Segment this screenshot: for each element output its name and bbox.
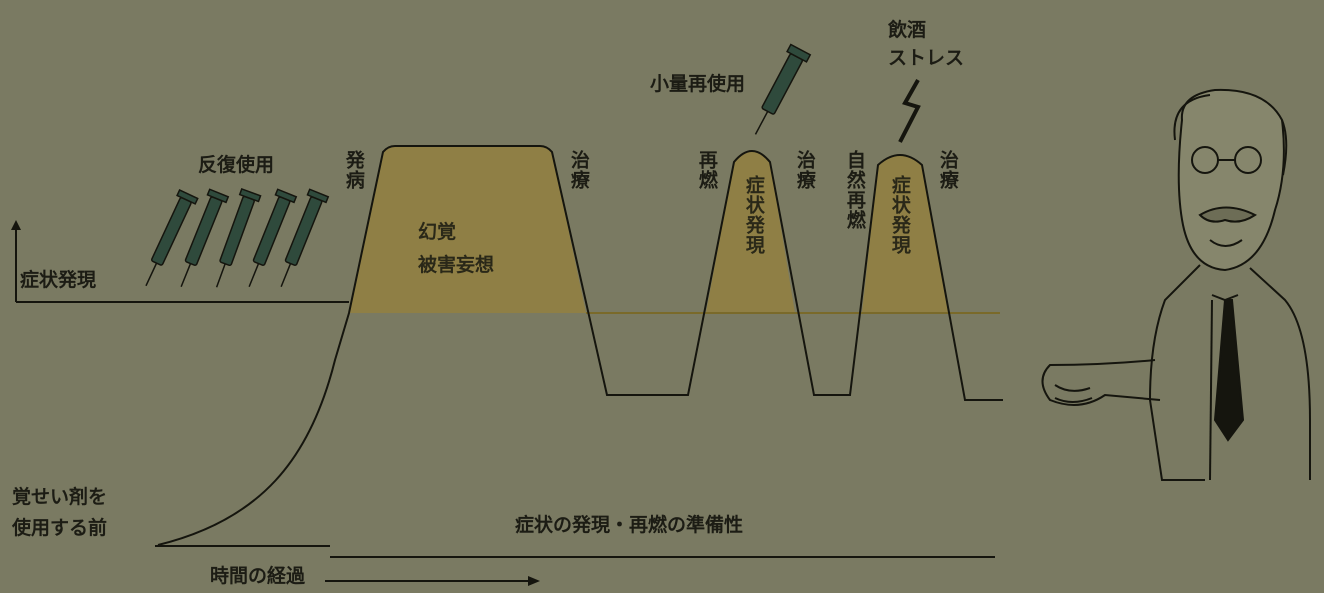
syringe-group — [145, 43, 812, 288]
persecutory-label: 被害妄想 — [418, 254, 495, 276]
treatment-label-3: 治療 — [936, 150, 959, 190]
time-axis-arrow-head — [528, 576, 540, 586]
time-axis-label: 時間の経過 — [210, 565, 306, 587]
treatment-label-1: 治療 — [567, 150, 590, 190]
syringe-1 — [145, 189, 199, 287]
relapse-label: 再燃 — [695, 150, 718, 190]
hallucination-label: 幻覚 — [418, 221, 457, 243]
repeated-use-label: 反復使用 — [198, 154, 275, 176]
spontaneous-relapse-label: 自然再燃 — [843, 150, 866, 230]
symptom-expression-label-1: 症状発現 — [742, 175, 765, 255]
syringe-2 — [180, 188, 230, 288]
peak1-fill — [706, 151, 795, 313]
before-use-label-line2: 使用する前 — [12, 517, 108, 539]
doctor-illustration — [1041, 88, 1311, 481]
plateau-fill — [349, 146, 586, 313]
symptom-axis-arrow — [11, 220, 21, 230]
before-use-label-line1: 覚せい剤を — [12, 486, 108, 508]
treatment-label-2: 治療 — [793, 150, 816, 190]
syringe-3 — [215, 187, 262, 288]
symptom-expression-label-2: 症状発現 — [888, 175, 911, 255]
course-curve — [157, 145, 1003, 546]
drinking-label: 飲酒 — [888, 19, 927, 41]
syringe-5 — [280, 188, 330, 288]
onset-label: 発病 — [342, 150, 365, 190]
small-reuse-label: 小量再使用 — [650, 73, 746, 95]
symptom-level-label: 症状発現 — [20, 269, 97, 291]
syringe-reuse — [754, 43, 812, 135]
lightning-bolt-icon — [898, 79, 921, 143]
syringe-4 — [248, 188, 298, 288]
stress-label: ストレス — [888, 47, 965, 69]
readiness-label: 症状の発現・再燃の準備性 — [515, 514, 744, 536]
